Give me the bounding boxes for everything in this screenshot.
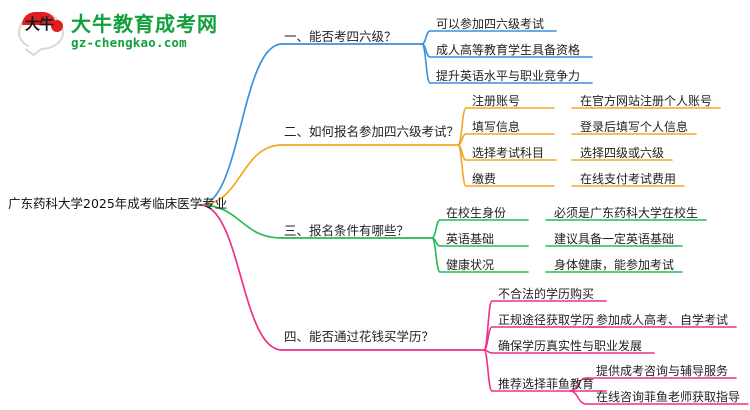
sub-node-4-1[interactable]: 不合法的学历购买 bbox=[498, 287, 595, 301]
logo-text-block: 大牛教育成考网 gz-chengkao.com bbox=[71, 13, 218, 50]
sub-node-4-4[interactable]: 推荐选择菲鱼教育 bbox=[498, 377, 595, 391]
leaf-node-2-2-1[interactable]: 登录后填写个人信息 bbox=[580, 120, 689, 134]
sub-node-3-1[interactable]: 在校生身份 bbox=[446, 206, 507, 220]
logo-dot-shape bbox=[51, 20, 63, 32]
sub-node-1-1[interactable]: 可以参加四六级考试 bbox=[436, 17, 545, 31]
sub-node-2-4[interactable]: 缴费 bbox=[472, 172, 497, 186]
sub-node-4-2[interactable]: 正规途径获取学历 bbox=[498, 313, 595, 327]
leaf-node-2-1-1[interactable]: 在官方网站注册个人账号 bbox=[580, 94, 713, 108]
sub-node-4-3[interactable]: 确保学历真实性与职业发展 bbox=[498, 339, 643, 353]
leaf-node-4-4-1[interactable]: 提供成考咨询与辅导服务 bbox=[596, 364, 729, 378]
sub-node-3-3[interactable]: 健康状况 bbox=[446, 258, 495, 272]
leaf-node-2-3-1[interactable]: 选择四级或六级 bbox=[580, 146, 665, 160]
root-node-label[interactable]: 广东药科大学2025年成考临床医学专业 bbox=[8, 196, 228, 211]
logo-icon: 大牛 bbox=[18, 10, 64, 52]
branch-label-3[interactable]: 三、报名条件有哪些？ bbox=[284, 223, 410, 238]
leaf-node-3-2-1[interactable]: 建议具备一定英语基础 bbox=[554, 232, 675, 246]
sub-node-3-2[interactable]: 英语基础 bbox=[446, 232, 495, 246]
leaf-node-2-4-1[interactable]: 在线支付考试费用 bbox=[580, 172, 677, 186]
sub-node-2-3[interactable]: 选择考试科目 bbox=[472, 146, 545, 160]
leaf-node-3-1-1[interactable]: 必须是广东药科大学在校生 bbox=[554, 206, 699, 220]
logo-title: 大牛教育成考网 bbox=[71, 11, 218, 36]
logo-cap-shape bbox=[22, 12, 56, 25]
site-logo: 大牛 大牛教育成考网 gz-chengkao.com bbox=[18, 10, 218, 52]
branch-label-1[interactable]: 一、能否考四六级？ bbox=[284, 29, 397, 44]
sub-node-1-3[interactable]: 提升英语水平与职业竞争力 bbox=[436, 69, 581, 83]
sub-node-2-1[interactable]: 注册账号 bbox=[472, 94, 521, 108]
leaf-node-4-4-2[interactable]: 在线咨询菲鱼老师获取指导 bbox=[596, 390, 741, 404]
sub-node-1-2[interactable]: 成人高等教育学生具备资格 bbox=[436, 43, 581, 57]
branch-label-4[interactable]: 四、能否通过花钱买学历？ bbox=[284, 329, 435, 344]
logo-mark-text: 大牛 bbox=[24, 15, 54, 33]
logo-url: gz-chengkao.com bbox=[71, 34, 187, 50]
leaf-node-3-3-1[interactable]: 身体健康，能参加考试 bbox=[554, 258, 675, 272]
branch-label-2[interactable]: 二、如何报名参加四六级考试？ bbox=[284, 124, 460, 139]
sub-node-2-2[interactable]: 填写信息 bbox=[472, 120, 521, 134]
leaf-node-4-2-1[interactable]: 参加成人高考、自学考试 bbox=[596, 313, 729, 327]
